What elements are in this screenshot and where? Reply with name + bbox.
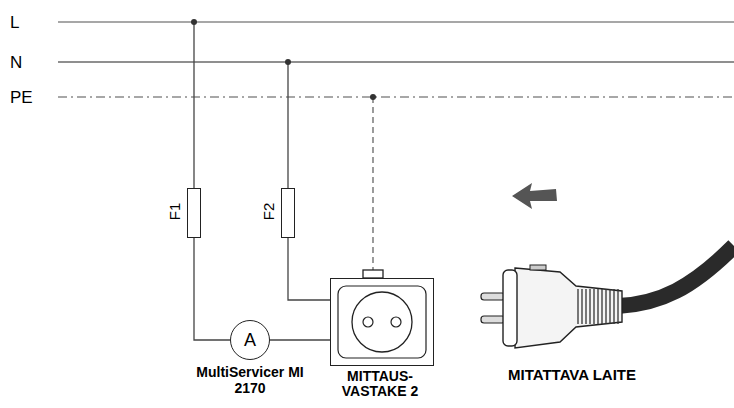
n-wire xyxy=(287,62,288,188)
measuring-socket: MITTAUS- VASTAKE 2 xyxy=(330,278,434,366)
junction-dot xyxy=(370,94,376,100)
meter-symbol: A xyxy=(230,330,270,350)
socket-label: MITTAUS- VASTAKE 2 xyxy=(322,369,438,400)
fuse-symbol xyxy=(281,188,295,238)
wire xyxy=(194,238,230,340)
grip-rib xyxy=(617,289,618,324)
line-label: N xyxy=(10,54,22,71)
grip-rib xyxy=(601,289,602,324)
grip-rib xyxy=(597,289,598,324)
grip-rib xyxy=(593,289,594,324)
device-label: MITATTAVA LAITE xyxy=(508,367,636,384)
plug-pin xyxy=(481,316,505,323)
plug-pin xyxy=(481,293,505,300)
line-label: PE xyxy=(10,89,33,106)
grip-rib xyxy=(609,289,610,324)
junction-dot xyxy=(191,19,197,25)
socket-face xyxy=(330,268,434,366)
fuse-label: F2 xyxy=(261,203,276,221)
fuse-f1: F1 xyxy=(168,188,204,240)
earth-tab xyxy=(363,270,383,278)
wire xyxy=(270,339,330,340)
fuse-label: F1 xyxy=(167,203,182,221)
grip-rib xyxy=(589,289,590,324)
grip-rib xyxy=(605,289,606,324)
l-line xyxy=(58,21,734,23)
wire xyxy=(288,238,330,300)
pe-wire xyxy=(372,97,373,270)
instrument-name: MultiServicer MI 2170 xyxy=(185,364,315,396)
socket-hole xyxy=(391,317,401,327)
socket-recess xyxy=(352,292,412,352)
grip-rib xyxy=(613,289,614,324)
n-line xyxy=(58,61,734,63)
insert-arrow xyxy=(512,183,557,209)
cable xyxy=(618,246,734,306)
socket-housing xyxy=(330,278,434,366)
fuse-f2: F2 xyxy=(262,188,298,240)
grip-rib xyxy=(581,289,582,324)
plug-face xyxy=(503,270,517,346)
socket-plate xyxy=(338,286,426,358)
device-plug: MITATTAVA LAITE xyxy=(470,175,734,400)
junction-dot xyxy=(285,59,291,65)
l-wire xyxy=(193,22,194,188)
grip-rib xyxy=(577,289,578,324)
grip-rib xyxy=(585,289,586,324)
line-label: L xyxy=(10,14,19,31)
plug-body xyxy=(515,268,622,348)
earth-clip xyxy=(530,265,546,270)
socket-hole xyxy=(363,317,373,327)
ammeter: AMultiServicer MI 2170 xyxy=(230,320,270,360)
fuse-symbol xyxy=(187,188,201,238)
pe-line xyxy=(58,96,734,98)
